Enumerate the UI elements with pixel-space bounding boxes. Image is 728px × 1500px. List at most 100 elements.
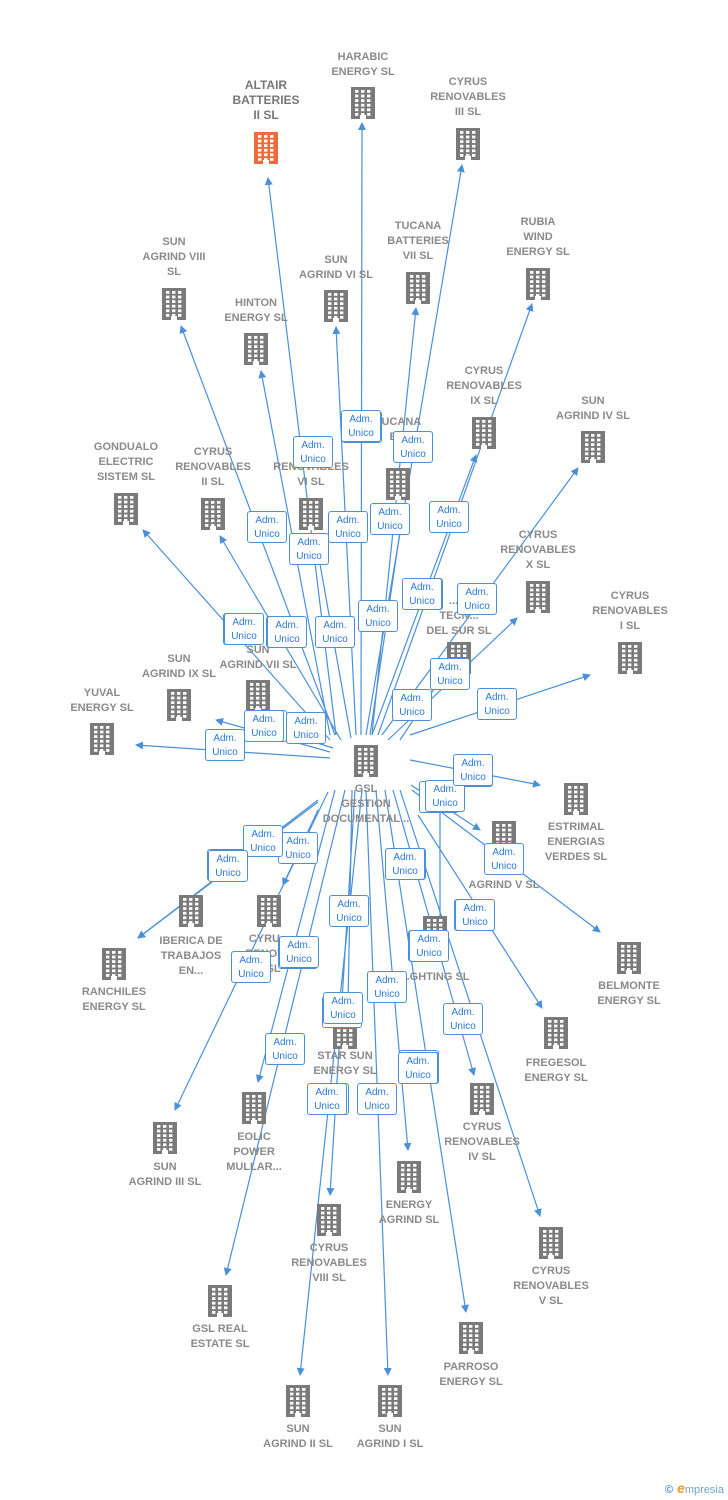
building-icon: [324, 290, 348, 322]
building-icon: [526, 268, 550, 300]
relation-badge[interactable]: Adm. Unico: [402, 578, 442, 610]
building-icon: [386, 468, 410, 500]
relation-badge[interactable]: Adm. Unico: [323, 992, 363, 1024]
building-icon: [90, 723, 114, 755]
relation-badge[interactable]: Adm. Unico: [293, 436, 333, 468]
building-icon: [179, 895, 203, 927]
relation-badge[interactable]: Adm. Unico: [341, 410, 381, 442]
relation-badge[interactable]: Adm. Unico: [289, 533, 329, 565]
building-icon: [102, 948, 126, 980]
relation-badge[interactable]: Adm. Unico: [409, 930, 449, 962]
relation-badge[interactable]: Adm. Unico: [358, 600, 398, 632]
building-icon: [167, 689, 191, 721]
building-icon: [544, 1017, 568, 1049]
company-label: TUCANA BATTERIES VII SL: [387, 220, 449, 262]
company-label: CYRUS RENOVABLES VIII SL: [291, 1242, 367, 1284]
edge-sun2: [296, 789, 363, 1376]
relation-badge[interactable]: Adm. Unico: [457, 583, 497, 615]
building-icon: [470, 1083, 494, 1115]
building-icon: [257, 895, 281, 927]
company-label: ENERGY AGRIND SL: [378, 1199, 440, 1226]
company-label: ...GHTING SL: [400, 971, 470, 983]
building-icon: [286, 1385, 310, 1417]
edge-energy_agrind: [375, 789, 412, 1151]
footer: ©empresia: [665, 1480, 724, 1496]
relation-badge[interactable]: Adm. Unico: [267, 616, 307, 648]
company-label: AGRIND V SL: [468, 879, 540, 891]
building-icon: [539, 1227, 563, 1259]
relation-badge[interactable]: Adm. Unico: [453, 754, 493, 786]
company-label: SUN AGRIND II SL: [263, 1423, 333, 1450]
relation-badge[interactable]: Adm. Unico: [265, 1033, 305, 1065]
relation-badge[interactable]: Adm. Unico: [224, 613, 264, 645]
company-label: SUN AGRIND VII SL: [219, 644, 297, 671]
relation-badge[interactable]: Adm. Unico: [385, 848, 425, 880]
relation-badge[interactable]: Adm. Unico: [430, 658, 470, 690]
company-label: CYRUS RENOVABLES IX SL: [446, 365, 522, 407]
company-label: CYRUS RENOVABLES III SL: [430, 76, 506, 118]
building-icon: [617, 942, 641, 974]
relation-badge[interactable]: Adm. Unico: [367, 971, 407, 1003]
edge-gslreal: [223, 789, 346, 1276]
relation-badge[interactable]: Adm. Unico: [398, 1052, 438, 1084]
relation-badge[interactable]: Adm. Unico: [393, 431, 433, 463]
company-label: BELMONTE ENERGY SL: [597, 980, 661, 1007]
relation-badge[interactable]: Adm. Unico: [443, 1003, 483, 1035]
relation-badge[interactable]: Adm. Unico: [278, 832, 318, 864]
company-label: HARABIC ENERGY SL: [331, 51, 395, 78]
building-icon: [201, 498, 225, 530]
relation-badge[interactable]: Adm. Unico: [279, 936, 319, 968]
relation-badge[interactable]: Adm. Unico: [307, 1083, 347, 1115]
building-icon: [618, 642, 642, 674]
relation-badge[interactable]: Adm. Unico: [357, 1083, 397, 1115]
building-icon: [526, 581, 550, 613]
company-label: SUN AGRIND IX SL: [142, 653, 216, 680]
relation-badge[interactable]: Adm. Unico: [205, 729, 245, 761]
company-label: GSL GESTION DOCUMENTAL...: [322, 783, 410, 825]
relation-badge[interactable]: Adm. Unico: [455, 899, 495, 931]
brand-initial: e: [677, 1480, 685, 1496]
company-label: RUBIA WIND ENERGY SL: [506, 216, 570, 258]
building-icon: [246, 680, 270, 712]
building-icon: [564, 783, 588, 815]
company-label: CYRUS RENOVABLES IV SL: [444, 1121, 520, 1163]
company-label: PARROSO ENERGY SL: [439, 1361, 503, 1388]
building-icon: [406, 272, 430, 304]
relation-badge[interactable]: Adm. Unico: [484, 843, 524, 875]
relation-badge[interactable]: Adm. Unico: [286, 712, 326, 744]
relation-badge[interactable]: Adm. Unico: [231, 951, 271, 983]
company-label: STAR SUN ENERGY SL: [313, 1050, 377, 1077]
relation-badge[interactable]: Adm. Unico: [429, 501, 469, 533]
building-icon: [354, 745, 378, 777]
relation-badge[interactable]: Adm. Unico: [329, 895, 369, 927]
relation-badge[interactable]: Adm. Unico: [315, 616, 355, 648]
company-label: IBERICA DE TRABAJOS EN...: [159, 935, 223, 977]
company-label: SUN AGRIND VIII SL: [142, 236, 206, 278]
relation-badge[interactable]: Adm. Unico: [477, 688, 517, 720]
company-label: CYRUS RENOVABLES I SL: [592, 590, 668, 632]
company-label: RANCHILES ENERGY SL: [81, 986, 147, 1013]
relation-badge[interactable]: Adm. Unico: [370, 503, 410, 535]
company-label: SUN AGRIND VI SL: [299, 254, 373, 281]
building-icon: [114, 493, 138, 525]
company-label: ALTAIR BATTERIES II SL: [232, 78, 300, 122]
building-icon: [244, 333, 268, 365]
relation-badge[interactable]: Adm. Unico: [247, 511, 287, 543]
edge-sun1: [365, 789, 392, 1376]
building-icon: [254, 132, 278, 164]
relation-badge[interactable]: Adm. Unico: [208, 850, 248, 882]
relation-badge[interactable]: Adm. Unico: [392, 689, 432, 721]
building-icon: [456, 128, 480, 160]
company-label: YUVAL ENERGY SL: [70, 687, 134, 714]
building-icon: [459, 1322, 483, 1354]
company-label: SUN AGRIND III SL: [128, 1161, 202, 1188]
company-label: HINTON ENERGY SL: [224, 297, 288, 324]
building-icon: [317, 1204, 341, 1236]
company-label: GSL REAL ESTATE SL: [190, 1323, 250, 1350]
relation-badge[interactable]: Adm. Unico: [328, 511, 368, 543]
building-icon: [208, 1285, 232, 1317]
relation-badge[interactable]: Adm. Unico: [244, 710, 284, 742]
building-icon: [472, 417, 496, 449]
building-icon: [242, 1092, 266, 1124]
relation-badge[interactable]: Adm. Unico: [243, 825, 283, 857]
